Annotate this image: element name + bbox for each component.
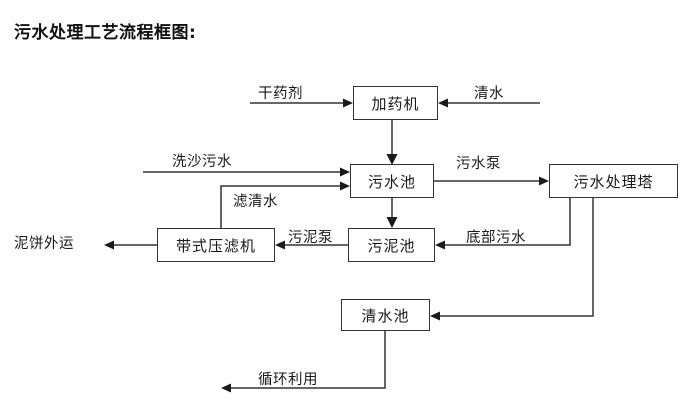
edge-label-recycle-use: 循环利用 [258, 372, 318, 388]
edge-label-sludge-pump: 污泥泵 [288, 230, 333, 246]
edge-dry-chemical-to-dosing-machine [250, 98, 353, 108]
edge-belt-filter-press-to-mud-cake-outbound [104, 240, 157, 250]
edge-label-bottom-wastewater: 底部污水 [466, 230, 526, 246]
edge-label-clean-water: 清水 [474, 86, 504, 102]
edge-label-dry-chemical: 干药剂 [258, 86, 303, 102]
node-dosing-machine[interactable]: 加药机 [353, 86, 438, 120]
terminal-label-mud-cake-outbound: 泥饼外运 [14, 236, 74, 252]
edge-clean-water-to-dosing-machine [438, 98, 540, 108]
node-belt-filter-press[interactable]: 带式压滤机 [157, 228, 275, 262]
node-clear-water-pool[interactable]: 清水池 [341, 299, 430, 331]
edge-dosing-machine-to-wastewater-pool [386, 120, 398, 165]
edge-filtered-clear-water-to-wastewater-pool [220, 181, 350, 228]
edge-sludge-pump-to-belt-filter-press [275, 240, 348, 250]
edge-wastewater-pool-to-treatment-tower [434, 176, 549, 186]
node-wastewater-pool[interactable]: 污水池 [350, 164, 434, 198]
edge-clear-water-pool-to-recycle [221, 331, 386, 393]
edge-label-sewage-pump: 污水泵 [456, 156, 501, 172]
edge-label-sand-wash-wastewater: 洗沙污水 [172, 154, 232, 170]
edge-label-filtered-clear-water: 滤清水 [233, 194, 278, 210]
page-title: 污水处理工艺流程框图: [14, 23, 197, 43]
edge-treatment-tower-to-clear-water-pool [430, 198, 594, 321]
node-treatment-tower[interactable]: 污水处理塔 [549, 164, 678, 198]
edge-bottom-wastewater-to-sludge-pool [435, 198, 571, 250]
edge-wastewater-pool-to-sludge-pool [386, 198, 398, 228]
node-sludge-pool[interactable]: 污泥池 [348, 228, 435, 262]
edge-sand-wash-wastewater-to-wastewater-pool [143, 167, 350, 177]
